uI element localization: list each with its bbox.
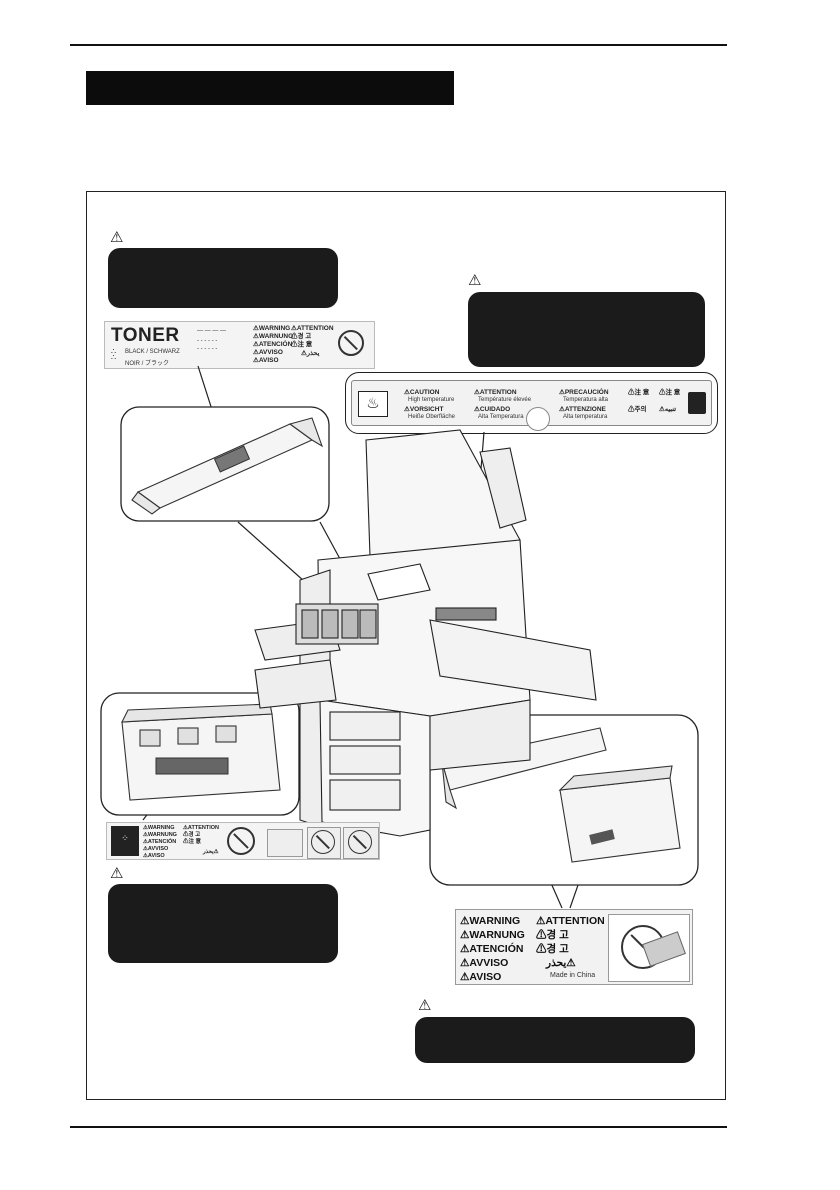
toner-color-text-2: NOIR / ブラック [125,361,170,367]
waste-warn-5: ⚠AVISO [143,853,165,859]
drum-warn-r2: ⚠경 고 [536,929,569,941]
header-rule [70,44,727,46]
toner-warn-r3: ⚠注 意 [291,341,313,348]
no-shake-icon [307,827,341,859]
heat-attention-sub: Température élevée [478,397,532,403]
drum-warning-text-box [415,1017,695,1063]
labels-figure-frame [86,191,726,1100]
drum-warn-r4: يحذر⚠ [546,957,576,969]
toner-warn-4: ⚠AVVISO [253,349,283,356]
heat-attention: ⚠ATTENTION [474,389,517,396]
heat-vorsicht: ⚠VORSICHT [404,406,444,413]
toner-warning-text-box [108,248,338,308]
waste-warning-text-box [108,884,338,963]
heat-warning-text-box [468,292,705,367]
heat-cjk-3: ⚠注 意 [659,389,681,396]
waste-warn-1: ⚠WARNING [143,825,175,831]
made-in-label: Made in China [550,972,596,979]
toner-warn-r1: ⚠ATTENTION [291,325,334,332]
heat-cuidado-sub: Alta Temperatura [478,414,524,420]
no-fire-icon [227,827,255,855]
heat-caution-label: ♨ ⚠CAUTION High temperature ⚠VORSICHT He… [345,372,718,434]
toner-warn-2: ⚠WARNUNG [253,333,294,340]
toner-dots-icon: ∴∴ [111,347,117,362]
warning-icon: ⚠ [110,864,124,882]
toner-label-spot [213,445,251,473]
toner-warn-3: ⚠ATENCIÓN [253,341,293,348]
drum-unit-label: ⚠WARNING ⚠WARNUNG ⚠ATENCIÓN ⚠AVVISO ⚠AVI… [455,909,693,985]
label-dark-tab [688,392,706,414]
drum-label-spot [589,829,615,845]
heat-cjk-1: ⚠注 意 [628,389,650,396]
heat-attenzione: ⚠ATTENZIONE [559,406,606,413]
no-fire-icon [338,330,364,356]
section-title-bar [86,71,454,105]
waste-toner-label: ⁘ ⚠WARNING ⚠WARNUNG ⚠ATENCIÓN ⚠AVVISO ⚠A… [106,822,380,860]
heat-attenzione-sub: Alta temperatura [563,414,608,420]
warning-icon: ⚠ [468,271,482,289]
no-touch-drum-icon [608,914,690,982]
toner-label: TONER ∴∴ BLACK / SCHWARZ NOIR / ブラック — —… [104,321,375,369]
drum-warn-r1: ⚠ATTENTION [536,915,605,927]
footer-rule [70,1126,727,1128]
toner-warn-r2: ⚠경 고 [291,333,312,340]
waste-warn-r4: يحذر⚠ [203,849,219,855]
no-tilt-icon [343,827,379,859]
toner-color-text: BLACK / SCHWARZ [125,349,180,355]
drum-warn-1: ⚠WARNING [460,915,521,927]
drum-warn-3: ⚠ATENCIÓN [460,943,524,955]
heat-cjk-2: ⚠주의 [628,406,647,413]
waste-warn-4: ⚠AVVISO [143,846,169,852]
drum-warn-2: ⚠WARNUNG [460,929,525,941]
toner-title: TONER [111,325,180,346]
waste-warn-r2: ⚠경 고 [183,832,201,838]
waste-toner-icon: ⁘ [111,826,139,856]
waste-box-icon [267,829,303,857]
drum-warn-5: ⚠AVISO [460,971,502,983]
heat-vorsicht-sub: Heiße Oberfläche [408,414,456,420]
toner-warn-r4: ⚠يحذر [301,350,320,357]
waste-warn-r1: ⚠ATTENTION [183,825,219,831]
hot-surface-icon: ♨ [358,391,388,417]
toner-warn-5: ⚠AVISO [253,357,279,364]
heat-precaucion: ⚠PRECAUCIÓN [559,389,609,396]
warning-icon: ⚠ [110,228,124,246]
heat-caution: ⚠CAUTION [404,389,440,396]
heat-cjk-4: ⚠تنبيه [659,406,677,413]
heat-precaucion-sub: Temperatura alta [563,397,609,403]
waste-warn-3: ⚠ATENCIÓN [143,839,177,845]
drum-warn-r3: ⚠경 고 [536,943,569,955]
warning-icon: ⚠ [418,996,432,1014]
drum-warn-4: ⚠AVVISO [460,957,509,969]
waste-label-spot [155,757,229,775]
toner-warn-1: ⚠WARNING [253,325,291,332]
label-notch [526,407,550,431]
waste-warn-2: ⚠WARNUNG [143,832,177,838]
control-panel [367,563,431,601]
heat-caution-sub: High temperature [408,397,455,403]
waste-warn-r3: ⚠注 意 [183,839,202,845]
heat-cuidado: ⚠CUIDADO [474,406,511,413]
